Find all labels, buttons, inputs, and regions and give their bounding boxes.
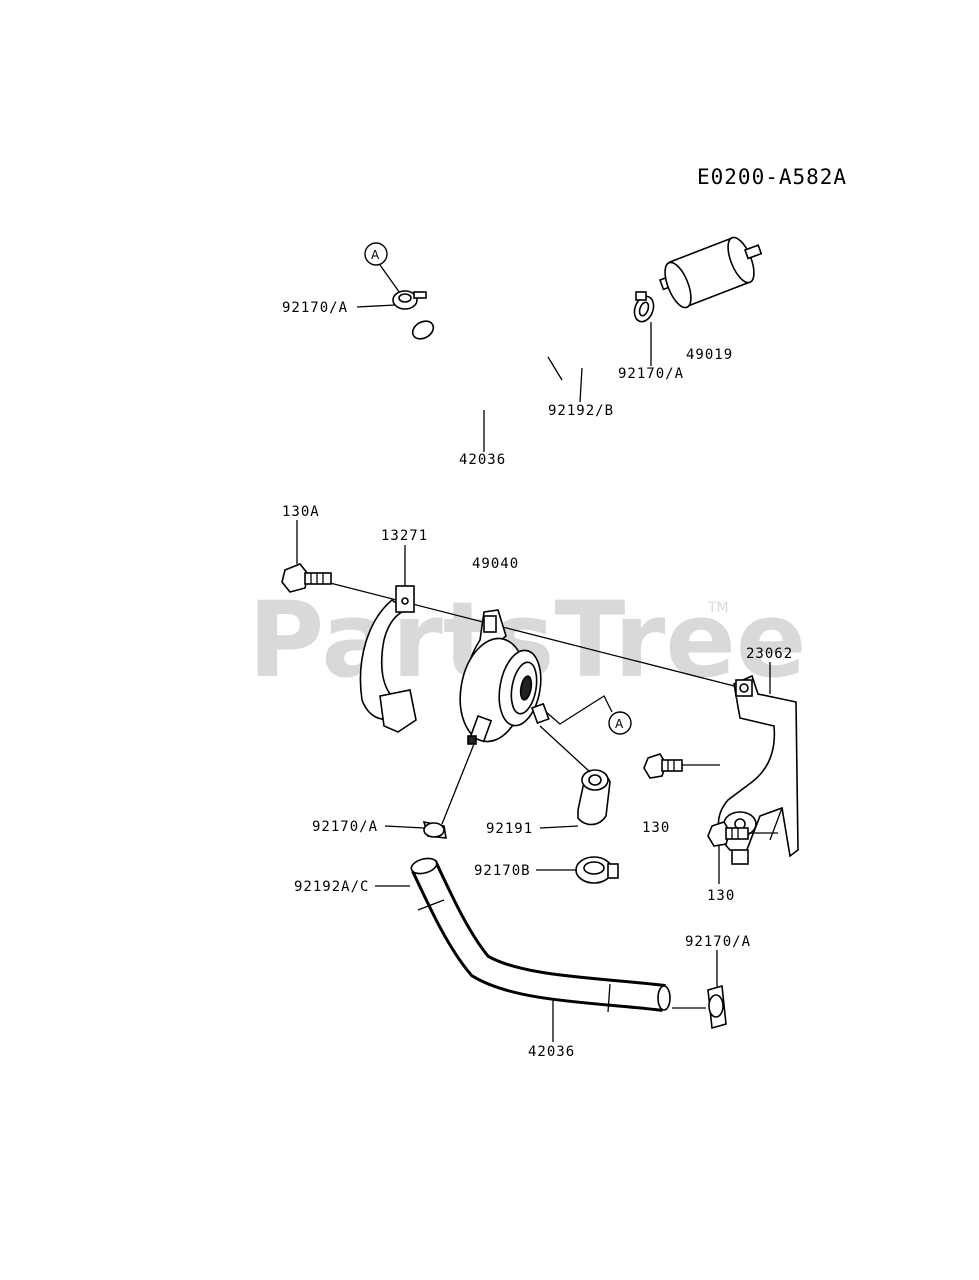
leader-clamp-pump-left bbox=[384, 825, 425, 829]
hose-bottom-sleeve-edge bbox=[417, 899, 445, 911]
clamp-bottom-right[interactable] bbox=[707, 984, 727, 1030]
bolt-130-low[interactable] bbox=[707, 821, 749, 847]
leader-pump-to-fitting bbox=[539, 725, 591, 773]
leader-clamp-top-left bbox=[356, 304, 396, 308]
label-fitting-92191: 92191 bbox=[486, 821, 533, 837]
label-hose-top: 42036 bbox=[459, 452, 506, 468]
hose-top-sleeve-edge bbox=[547, 356, 563, 381]
label-clamp-pump-left: 92170/A bbox=[312, 819, 378, 835]
label-clamp-top-left: 92170/A bbox=[282, 300, 348, 316]
hose-top[interactable] bbox=[405, 318, 639, 420]
diagram-code: E0200-A582A bbox=[697, 165, 847, 189]
label-bolt-130-low: 130 bbox=[707, 888, 735, 904]
bolt-130-mid[interactable] bbox=[643, 753, 683, 779]
label-bolt-130-mid: 130 bbox=[642, 820, 670, 836]
bracket-13271[interactable] bbox=[359, 585, 417, 733]
label-bolt-130A: 130A bbox=[282, 504, 320, 520]
label-hose-bottom: 42036 bbox=[528, 1044, 575, 1060]
leader-ref-bottom bbox=[545, 695, 613, 725]
fitting-92191[interactable] bbox=[577, 769, 611, 826]
hose-bottom[interactable] bbox=[410, 856, 671, 1013]
bolt-130A[interactable] bbox=[281, 563, 332, 593]
label-clamp-bottom-right: 92170/A bbox=[685, 934, 751, 950]
label-clamp-92170B: 92170B bbox=[474, 863, 531, 879]
fuel-pump[interactable] bbox=[452, 609, 550, 747]
ref-marker-bottom-text: A bbox=[615, 717, 624, 731]
label-fuel-filter: 49019 bbox=[686, 347, 733, 363]
label-hose-sleeve-bottom: 92192A/C bbox=[294, 879, 369, 895]
leader-pump-outlet bbox=[441, 743, 475, 825]
clamp-top-left[interactable] bbox=[392, 290, 427, 310]
clamp-pump-left[interactable] bbox=[422, 820, 447, 839]
watermark-trademark: TM bbox=[707, 600, 729, 616]
leader-hose-sleeve-top bbox=[579, 367, 583, 403]
clamp-top-right[interactable] bbox=[631, 291, 657, 324]
label-clamp-top-right: 92170/A bbox=[618, 366, 684, 382]
leader-fitting-92191 bbox=[539, 825, 579, 829]
label-bracket-13271: 13271 bbox=[381, 528, 428, 544]
label-hose-sleeve-top: 92192/B bbox=[548, 403, 614, 419]
ref-marker-bottom[interactable]: A bbox=[608, 711, 632, 735]
label-fuel-pump: 49040 bbox=[472, 556, 519, 572]
leader-ref-top bbox=[379, 264, 403, 297]
clamp-92170B[interactable] bbox=[575, 856, 619, 884]
label-bracket-23062: 23062 bbox=[746, 646, 793, 662]
ref-marker-top[interactable]: A bbox=[364, 242, 388, 266]
fuel-filter[interactable] bbox=[658, 234, 763, 311]
ref-marker-top-text: A bbox=[371, 248, 380, 262]
